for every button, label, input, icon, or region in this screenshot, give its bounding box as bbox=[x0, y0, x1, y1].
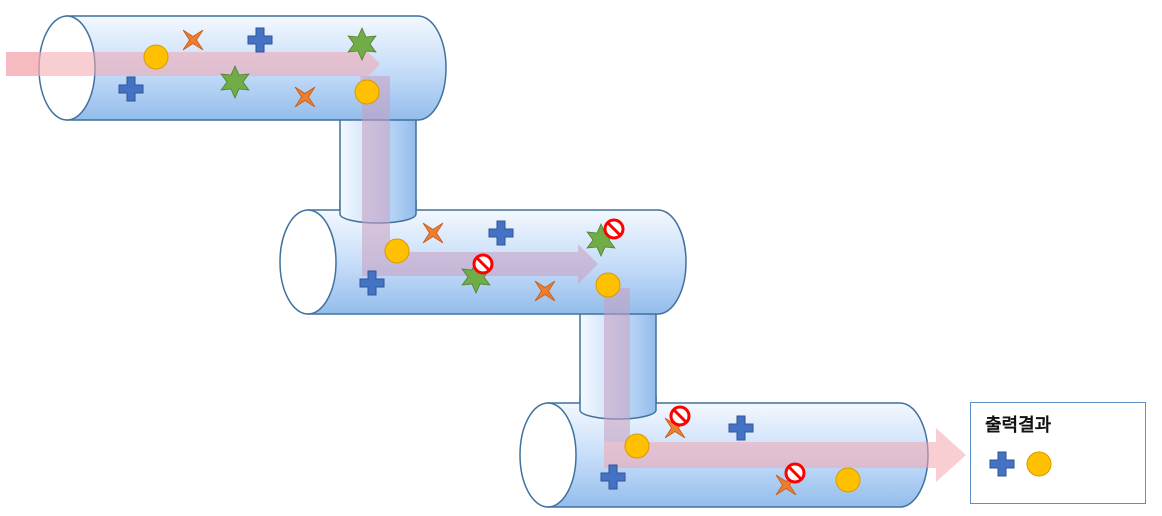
plus-icon bbox=[488, 220, 514, 246]
circle-icon bbox=[595, 272, 621, 298]
circle-icon bbox=[384, 238, 410, 264]
plus-icon bbox=[247, 27, 273, 53]
six-point-star-icon bbox=[347, 27, 377, 61]
pipe-3-opening bbox=[519, 402, 577, 508]
x-star-icon bbox=[534, 280, 556, 302]
circle-icon bbox=[835, 467, 861, 493]
plus-icon bbox=[989, 451, 1015, 477]
flow-arrow bbox=[6, 44, 966, 482]
plus-icon bbox=[359, 270, 385, 296]
circle-icon bbox=[354, 79, 380, 105]
six-point-star-icon bbox=[220, 65, 250, 99]
plus-icon bbox=[118, 76, 144, 102]
plus-icon bbox=[728, 415, 754, 441]
plus-icon bbox=[600, 464, 626, 490]
x-star-icon bbox=[182, 29, 204, 51]
legend-title: 출력결과 bbox=[985, 415, 1052, 436]
circle-icon bbox=[1026, 451, 1052, 477]
x-star-icon bbox=[294, 86, 316, 108]
x-star-icon bbox=[422, 222, 444, 244]
flow-arrow-entry bbox=[6, 52, 40, 76]
pipe-2-opening bbox=[279, 209, 337, 315]
particles bbox=[118, 27, 861, 496]
circle-icon bbox=[143, 44, 169, 70]
output-result-legend: 출력결과 bbox=[970, 402, 1146, 504]
circle-icon bbox=[624, 433, 650, 459]
